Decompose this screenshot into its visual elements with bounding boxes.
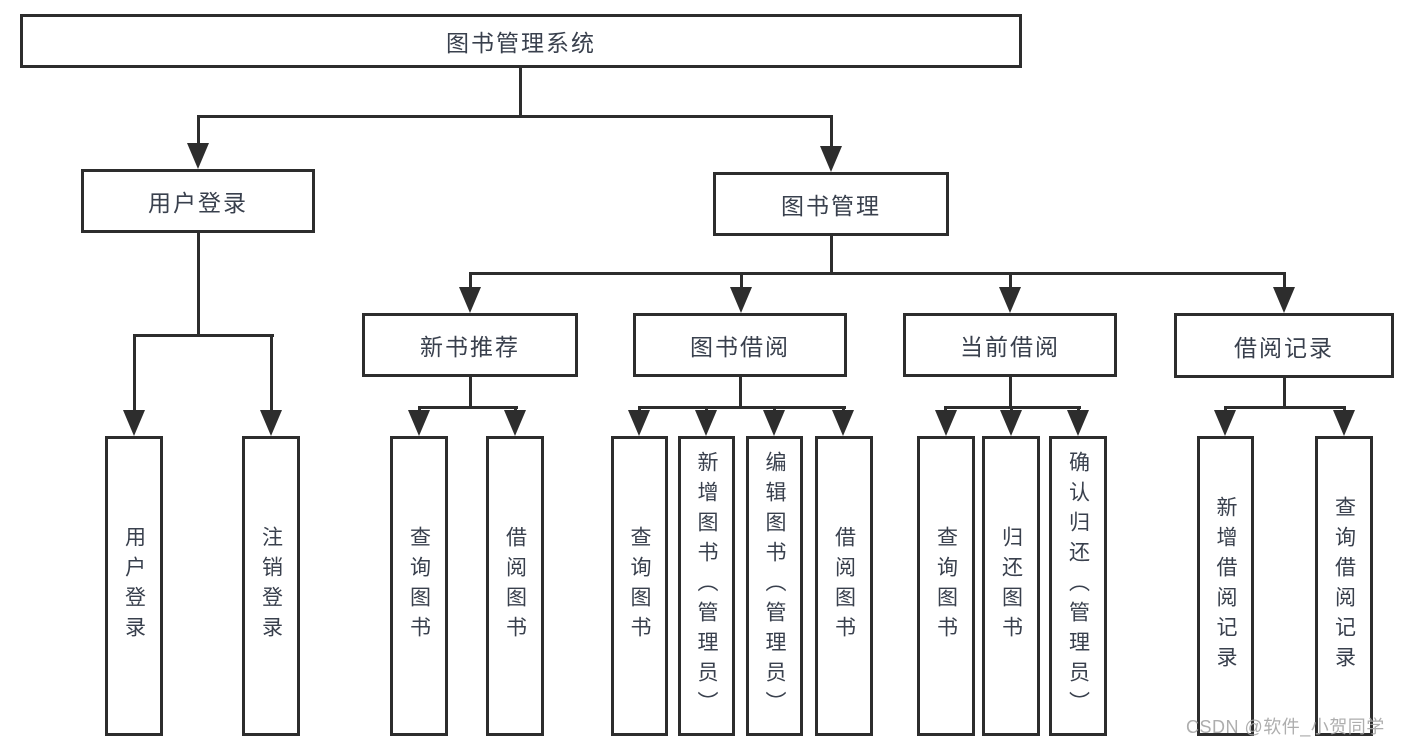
leaf-current-return-label: 归还图书 (999, 526, 1023, 646)
leaf-newbooks-borrow: 借阅图书 (486, 436, 544, 736)
arrow-down-icon (935, 410, 957, 436)
connector-root-stem (519, 68, 522, 118)
leaf-records-add: 新增借阅记录 (1197, 436, 1254, 736)
connector-new-books-stem (469, 272, 472, 290)
leaf-borrow-borrow: 借阅图书 (815, 436, 873, 736)
node-borrow-records: 借阅记录 (1174, 313, 1394, 378)
connector-user-login-down (197, 233, 200, 336)
leaf-borrow-query: 查询图书 (611, 436, 668, 736)
leaf-current-query: 查询图书 (917, 436, 975, 736)
leaf-borrow-add-admin-label: 新增图书（管理员） (695, 451, 718, 721)
arrow-down-icon (730, 287, 752, 313)
leaf-logout-label: 注销登录 (259, 526, 283, 646)
arrow-down-icon (832, 410, 854, 436)
connector-leaf-stem (638, 406, 641, 413)
connector-level2-rail (197, 115, 833, 118)
node-user-login-label: 用户登录 (148, 190, 248, 216)
csdn-watermark: CSDN @软件_小贺同学 (1186, 717, 1385, 737)
leaf-current-return: 归还图书 (982, 436, 1040, 736)
connector-book-borrow-bracket (638, 406, 846, 409)
arrow-down-icon (123, 410, 145, 436)
node-borrow-records-label: 借阅记录 (1234, 334, 1334, 361)
node-current-borrow-label: 当前借阅 (960, 334, 1060, 360)
arrow-down-icon (1333, 410, 1355, 436)
leaf-borrow-query-label: 查询图书 (628, 526, 651, 646)
arrow-down-icon (1214, 410, 1236, 436)
connector-level3-rail (469, 272, 1286, 275)
arrow-down-icon (820, 146, 842, 172)
connector-leaf-stem (773, 406, 776, 413)
arrow-down-icon (187, 143, 209, 169)
connector-leaf-stem (1010, 406, 1013, 413)
connector-new-books-bracket (418, 406, 518, 409)
leaf-user-login: 用户登录 (105, 436, 163, 736)
node-user-login: 用户登录 (81, 169, 315, 233)
arrow-down-icon (408, 410, 430, 436)
leaf-borrow-edit-admin: 编辑图书（管理员） (746, 436, 803, 736)
node-book-borrow: 图书借阅 (633, 313, 847, 377)
arrow-down-icon (695, 410, 717, 436)
connector-new-books-down (469, 377, 472, 408)
node-book-borrow-label: 图书借阅 (690, 334, 790, 360)
connector-book-borrow-down (739, 377, 742, 408)
connector-book-mgmt-stem (830, 115, 833, 149)
connector-leaf-stem (514, 406, 517, 413)
node-new-books-label: 新书推荐 (420, 334, 520, 360)
leaf-current-query-label: 查询图书 (934, 526, 958, 646)
node-current-borrow: 当前借阅 (903, 313, 1117, 377)
connector-book-mgmt-down (830, 236, 833, 274)
connector-borrow-records-stem (1283, 272, 1286, 290)
node-root-label: 图书管理系统 (446, 30, 596, 56)
connector-leaf-stem (944, 406, 947, 413)
leaf-borrow-borrow-label: 借阅图书 (832, 526, 856, 646)
arrow-down-icon (1067, 410, 1089, 436)
leaf-current-confirm-admin-label: 确认归还（管理员） (1066, 451, 1090, 721)
connector-borrow-records-down (1283, 378, 1286, 408)
arrow-down-icon (260, 410, 282, 436)
connector-leaf-stem (1077, 406, 1080, 413)
connector-leaf-stem (270, 334, 273, 412)
node-book-mgmt: 图书管理 (713, 172, 949, 236)
leaf-newbooks-borrow-label: 借阅图书 (503, 526, 527, 646)
leaf-borrow-edit-admin-label: 编辑图书（管理员） (763, 451, 786, 721)
leaf-current-confirm-admin: 确认归还（管理员） (1049, 436, 1107, 736)
leaf-logout: 注销登录 (242, 436, 300, 736)
connector-book-borrow-stem (740, 272, 743, 290)
leaf-newbooks-query-label: 查询图书 (407, 526, 431, 646)
connector-leaf-stem (133, 334, 136, 412)
connector-leaf-stem (1224, 406, 1227, 413)
connector-user-login-bracket (133, 334, 274, 337)
arrow-down-icon (459, 287, 481, 313)
leaf-records-query: 查询借阅记录 (1315, 436, 1373, 736)
node-new-books: 新书推荐 (362, 313, 578, 377)
leaf-records-add-label: 新增借阅记录 (1214, 496, 1237, 676)
arrow-down-icon (504, 410, 526, 436)
connector-user-login-stem (197, 115, 200, 147)
connector-current-borrow-down (1009, 377, 1012, 408)
leaf-borrow-add-admin: 新增图书（管理员） (678, 436, 735, 736)
connector-leaf-stem (418, 406, 421, 413)
leaf-newbooks-query: 查询图书 (390, 436, 448, 736)
connector-leaf-stem (705, 406, 708, 413)
leaf-user-login-label: 用户登录 (122, 526, 146, 646)
connector-current-borrow-stem (1009, 272, 1012, 290)
arrow-down-icon (763, 410, 785, 436)
arrow-down-icon (1273, 287, 1295, 313)
arrow-down-icon (999, 287, 1021, 313)
arrow-down-icon (1000, 410, 1022, 436)
connector-borrow-records-bracket (1224, 406, 1346, 409)
leaf-records-query-label: 查询借阅记录 (1332, 496, 1356, 676)
node-book-mgmt-label: 图书管理 (781, 193, 881, 219)
node-root: 图书管理系统 (20, 14, 1022, 68)
arrow-down-icon (628, 410, 650, 436)
connector-leaf-stem (842, 406, 845, 413)
connector-leaf-stem (1343, 406, 1346, 413)
